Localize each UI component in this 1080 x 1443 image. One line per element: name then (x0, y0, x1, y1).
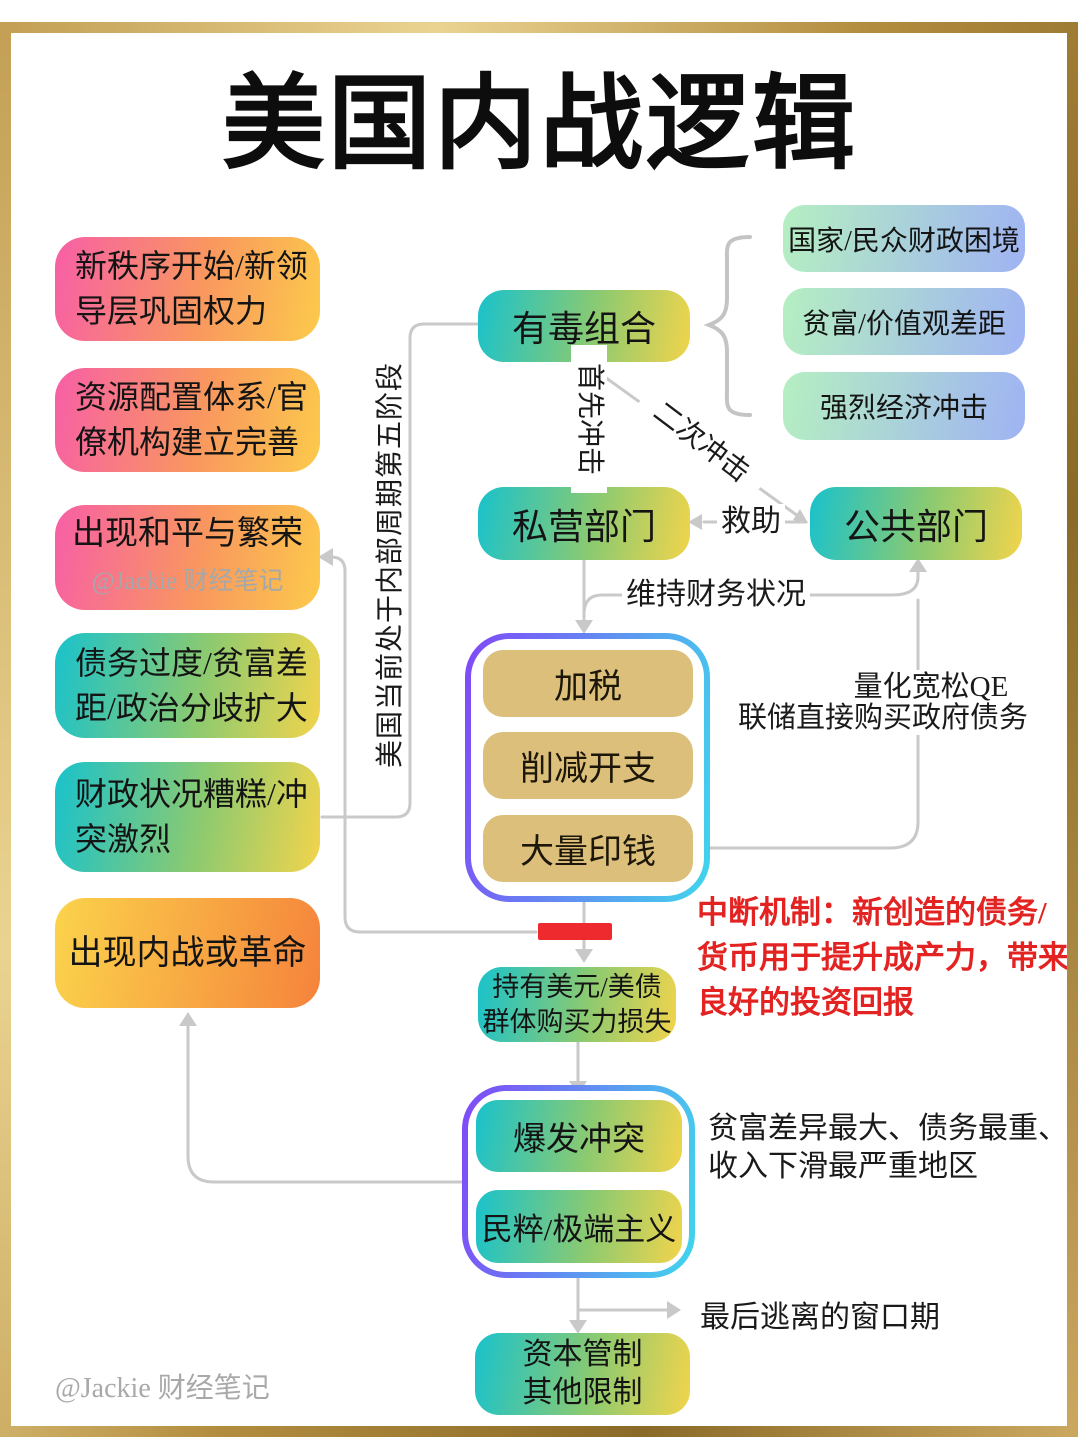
box-bad-finances-line1: 财政状况糟糕/冲 (75, 776, 308, 812)
box-new-order-line2: 导层巩固权力 (75, 293, 268, 329)
box-peace-prosperity: 出现和平与繁荣 @Jackie 财经笔记 (55, 505, 320, 610)
box-fiscal-trouble: 国家/民众财政困境 (783, 205, 1025, 272)
box-fiscal-trouble-label: 国家/民众财政困境 (788, 225, 1020, 257)
break-note-line1: 中断机制：新创造的债务/ (697, 895, 1047, 930)
arrowhead (688, 514, 702, 530)
box-dollar-holders-line2: 群体购买力损失 (482, 1006, 672, 1037)
box-wealth-values-gap: 贫富/价值观差距 (783, 288, 1025, 355)
break-note-line3: 良好的投资回报 (697, 985, 914, 1020)
arrowhead (909, 558, 927, 572)
box-peace-prosperity-line1: 出现和平与繁荣 (72, 515, 303, 552)
box-print-money-label: 大量印钱 (520, 834, 656, 871)
label-bailout: 救助 (717, 504, 785, 540)
label-qe-line1: 量化宽松QE (849, 670, 1013, 704)
box-conflict-erupts-label: 爆发冲突 (513, 1122, 645, 1158)
box-resource-system-line1: 资源配置体系/官 (75, 379, 308, 415)
box-capital-controls: 资本管制 其他限制 (475, 1333, 690, 1415)
brace-causes (703, 235, 752, 417)
box-new-order: 新秩序开始/新领 导层巩固权力 (55, 237, 320, 341)
box-public-sector: 公共部门 (810, 487, 1022, 560)
box-debt-gap-line2: 距/政治分歧扩大 (75, 689, 308, 726)
arrowhead (318, 548, 333, 566)
label-qe-line2: 联储直接购买政府债务 (733, 701, 1033, 735)
box-bad-finances: 财政状况糟糕/冲 突激烈 (55, 762, 320, 872)
box-private-sector: 私营部门 (478, 487, 690, 560)
box-dollar-holders: 持有美元/美债 群体购买力损失 (478, 967, 676, 1042)
box-print-money: 大量印钱 (483, 815, 693, 882)
box-new-order-line1: 新秩序开始/新领 (75, 248, 308, 284)
box-debt-gap: 债务过度/贫富差 距/政治分歧扩大 (55, 633, 320, 738)
edge-conflict-to-civilwar (186, 1022, 464, 1184)
box-debt-gap-line1: 债务过度/贫富差 (75, 644, 308, 681)
box-capital-controls-line2: 其他限制 (522, 1376, 643, 1409)
label-first-hit: 首先冲击 (571, 345, 607, 493)
box-populism-label: 民粹/极端主义 (481, 1212, 677, 1247)
author-watermark: @Jackie 财经笔记 (55, 1373, 270, 1404)
box-cut-spending-label: 削减开支 (520, 751, 656, 788)
box-peace-watermark: @Jackie 财经笔记 (91, 567, 284, 595)
box-raise-taxes: 加税 (483, 650, 693, 717)
box-public-sector-label: 公共部门 (843, 506, 988, 547)
break-mechanism-note: 中断机制：新创造的债务/ 货币用于提升成产力，带来 良好的投资回报 (697, 890, 1069, 1025)
box-bad-finances-line2: 突激烈 (75, 821, 172, 857)
label-cycle-stage: 美国当前处于内部周期第五阶段 (375, 362, 406, 769)
box-populism: 民粹/极端主义 (476, 1190, 682, 1263)
label-maintain-finance: 维持财务状况 (622, 577, 810, 613)
box-conflict-erupts: 爆发冲突 (476, 1100, 682, 1172)
box-resource-system-line2: 僚机构建立完善 (75, 424, 300, 460)
break-mechanism-bar (538, 923, 612, 940)
box-civil-war: 出现内战或革命 (55, 898, 320, 1008)
arrowhead (575, 949, 593, 963)
break-note-line2: 货币用于提升成产力，带来 (697, 940, 1069, 975)
page-title: 美国内战逻辑 (222, 68, 858, 182)
arrowhead (575, 620, 593, 634)
box-civil-war-line1: 出现内战或革命 (68, 934, 307, 972)
arrowhead (667, 1301, 681, 1319)
box-private-sector-label: 私营部门 (511, 506, 656, 547)
region-note-line2: 收入下滑最严重地区 (708, 1150, 978, 1183)
box-cut-spending: 削减开支 (483, 732, 693, 799)
arrowhead (569, 1320, 587, 1334)
label-escape-window: 最后逃离的窗口期 (700, 1301, 940, 1334)
box-economic-shock-label: 强烈经济冲击 (819, 393, 988, 424)
box-economic-shock: 强烈经济冲击 (783, 372, 1025, 440)
box-capital-controls-line1: 资本管制 (522, 1338, 643, 1371)
box-resource-system: 资源配置体系/官 僚机构建立完善 (55, 368, 320, 472)
arrowhead (179, 1012, 197, 1026)
box-raise-taxes-label: 加税 (554, 669, 622, 706)
box-dollar-holders-line1: 持有美元/美债 (492, 971, 662, 1002)
box-wealth-values-gap-label: 贫富/价值观差距 (802, 308, 1006, 340)
